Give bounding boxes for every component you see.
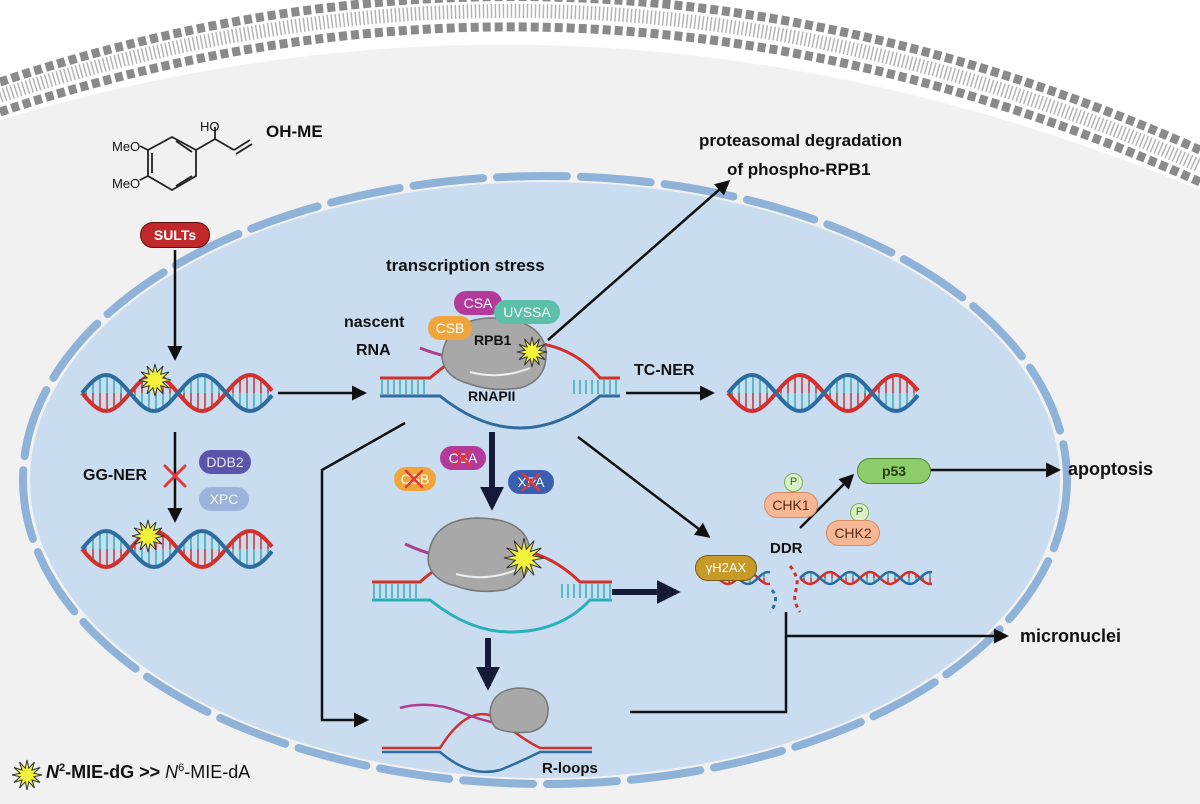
adduct-star-icon: [131, 519, 165, 553]
csb-protein: CSB: [428, 316, 472, 340]
oh-me-label: OH-ME: [266, 122, 323, 141]
meo-label-1: MeO: [112, 139, 141, 154]
arrow-proteasomal: [547, 180, 731, 341]
rnapii-rloop: [489, 687, 549, 734]
rnapii-stalled: [427, 517, 531, 593]
legend-n2-sup: 2: [59, 762, 66, 774]
adduct-star-icon: [516, 336, 548, 368]
h2ax-protein: γH2AX: [695, 555, 757, 581]
rpb1-label: RPB1: [474, 332, 512, 348]
tc-ner-label: TC-NER: [634, 362, 695, 379]
nascent-label: nascent: [344, 314, 405, 331]
sults-enzyme: SULTs: [140, 222, 210, 248]
ddr-label: DDR: [770, 540, 803, 557]
oh-me-structure: [139, 127, 253, 192]
nuclear-envelope: [19, 172, 1071, 788]
arrow-to-rloops: [320, 421, 406, 728]
dna-helix-adducted: [80, 372, 274, 414]
phospho-icon-chk1: P: [784, 473, 803, 492]
duplex-rungs-right: [573, 380, 617, 394]
arrow-ddr-to-p53: [799, 473, 855, 529]
chk1-protein: CHK1: [764, 492, 818, 518]
apoptosis-label: apoptosis: [1068, 459, 1154, 479]
p53-protein: p53: [857, 458, 931, 484]
legend-n2-italic: N: [46, 762, 59, 782]
gg-ner-blocked-icon: [163, 464, 187, 488]
duplex-rungs-stalled-right: [561, 584, 611, 598]
legend-n6-sup: 6: [178, 762, 185, 774]
dna-helix-repaired: [726, 372, 920, 414]
dna-layer: [80, 372, 933, 598]
gg-ner-label: GG-NER: [83, 467, 147, 484]
arrow-to-ddr: [577, 436, 711, 538]
legend-n2-rest: -MIE-dG >>: [65, 762, 161, 782]
cell-membrane-outer: [0, 0, 1200, 155]
rna-label: RNA: [356, 342, 391, 359]
legend-text: N2-MIE-dG >> N6-MIE-dA: [46, 762, 250, 783]
legend-n6-rest: -MIE-dA: [184, 762, 251, 782]
r-loops-label: R-loops: [542, 760, 598, 777]
duplex-rungs-stalled-left: [373, 584, 417, 598]
proteasomal-label-1: proteasomal degradation: [699, 131, 903, 150]
rnapii-label: RNAPII: [468, 388, 516, 404]
adduct-star-icon: [503, 537, 545, 579]
cell-membrane-tails: [0, 3, 1200, 173]
cell-membrane-inner: [0, 22, 1200, 187]
uvssa-protein: UVSSA: [494, 300, 560, 324]
chk2-protein: CHK2: [826, 520, 880, 546]
line-rloops-to-ddr: [630, 636, 788, 714]
adduct-star-icon: [138, 363, 172, 397]
proteasomal-label-2: of phospho-RPB1: [727, 160, 871, 179]
legend-star-icon: [11, 759, 43, 791]
oh-label: HO: [200, 119, 220, 134]
duplex-rungs-left: [381, 380, 425, 394]
ddb2-protein: DDB2: [199, 450, 251, 474]
xpc-protein: XPC: [199, 487, 249, 511]
dna-helix-ddr-right: [799, 570, 933, 586]
transcription-stress-label: transcription stress: [386, 256, 545, 275]
ddr-break: [768, 565, 802, 613]
micronuclei-label: micronuclei: [1020, 626, 1122, 646]
meo-label-2: MeO: [112, 176, 141, 191]
legend-n6-italic: N: [165, 762, 179, 782]
